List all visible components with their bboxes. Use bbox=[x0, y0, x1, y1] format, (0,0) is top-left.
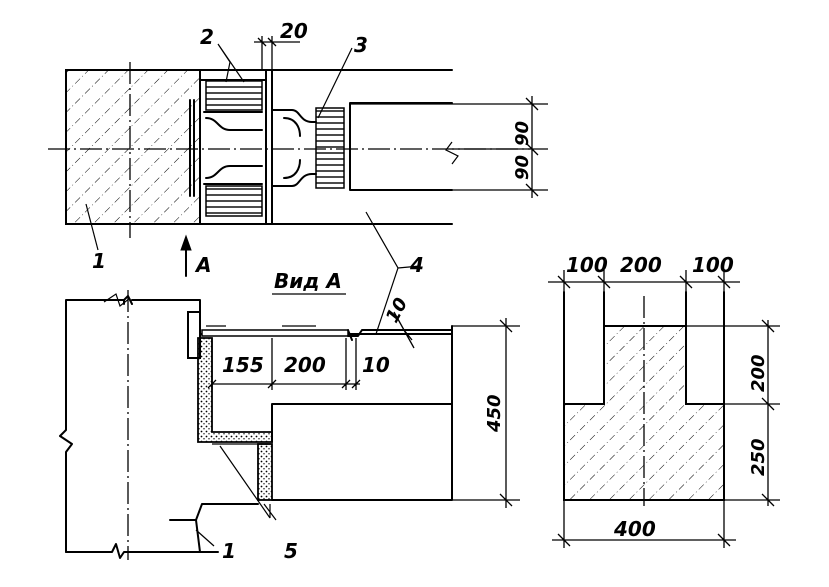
view-a-arrow bbox=[180, 234, 192, 277]
section-leader-5 bbox=[219, 445, 277, 521]
dim-plan-gap: 20 bbox=[280, 19, 308, 43]
plan-insulation-bottom bbox=[205, 185, 263, 217]
section-insulation-lower bbox=[257, 443, 273, 501]
section-dim-10-slanted bbox=[393, 311, 415, 349]
section-bottom-base bbox=[65, 543, 219, 559]
plan-leader-3 bbox=[317, 47, 353, 119]
plan-dim-20 bbox=[254, 36, 300, 70]
plan-outline-path bbox=[199, 69, 453, 225]
dim-sec-10-slanted: 10 bbox=[382, 294, 412, 326]
section-step bbox=[347, 329, 453, 341]
callout-4: 4 bbox=[409, 253, 424, 277]
plan-connector bbox=[203, 109, 317, 187]
plan-insulation-top bbox=[205, 79, 263, 111]
dim-cs-right: 100 bbox=[692, 253, 734, 277]
plan-small-plate bbox=[189, 99, 195, 197]
cross-section-dim-right bbox=[686, 319, 780, 507]
section-leader-1 bbox=[195, 529, 215, 547]
dim-sec-450: 450 bbox=[484, 394, 505, 433]
section-lower-bracket bbox=[169, 503, 259, 553]
cross-section-dim-top bbox=[548, 270, 740, 292]
cross-section bbox=[548, 270, 780, 548]
plan-dim-90-90 bbox=[350, 96, 548, 198]
plan-break-mark bbox=[445, 141, 459, 165]
section-column-left bbox=[59, 295, 201, 553]
section-top-strip bbox=[201, 329, 349, 337]
plan-view bbox=[48, 36, 548, 251]
section-top-plate bbox=[187, 311, 201, 359]
callout-1-section: 1 bbox=[222, 539, 236, 563]
section-dim-row bbox=[207, 338, 361, 390]
dim-cs-left: 100 bbox=[566, 253, 608, 277]
dim-plan-top: 90 bbox=[512, 121, 533, 146]
callout-1-plan: 1 bbox=[92, 249, 106, 273]
cross-section-dim-bottom bbox=[552, 500, 736, 548]
plan-column bbox=[65, 69, 201, 225]
dim-plan-bottom: 90 bbox=[512, 155, 533, 180]
section-dim-450 bbox=[452, 318, 520, 508]
dim-sec-10: 10 bbox=[362, 353, 390, 377]
view-title: Вид А bbox=[274, 269, 342, 293]
callout-5: 5 bbox=[284, 539, 298, 563]
callout-3: 3 bbox=[354, 33, 368, 57]
dim-cs-lower: 250 bbox=[748, 438, 769, 476]
cross-section-open-top bbox=[563, 291, 725, 405]
section-leader-4 bbox=[365, 211, 421, 335]
dim-sec-200: 200 bbox=[284, 353, 326, 377]
section-view bbox=[59, 211, 520, 560]
plan-leader-2 bbox=[217, 43, 245, 83]
callout-2: 2 bbox=[200, 25, 214, 49]
section-top-pads bbox=[206, 325, 316, 445]
plan-leader-1 bbox=[85, 203, 99, 251]
dim-sec-155: 155 bbox=[222, 353, 264, 377]
view-arrow-label: A bbox=[194, 253, 211, 277]
plan-insulation-right bbox=[315, 107, 345, 189]
dim-cs-width: 400 bbox=[613, 517, 656, 541]
section-column-break-top bbox=[103, 293, 131, 308]
dim-cs-mid: 200 bbox=[620, 253, 662, 277]
dim-cs-upper: 200 bbox=[748, 354, 769, 392]
